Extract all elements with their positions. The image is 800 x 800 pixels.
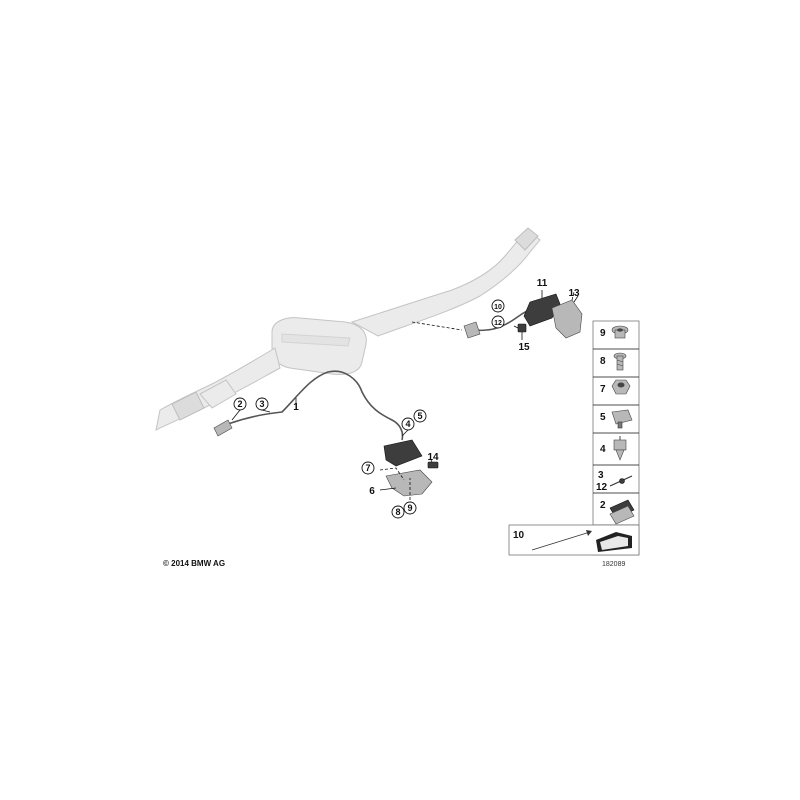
callout-3-circle <box>255 397 269 411</box>
callout-2-circle <box>233 397 247 411</box>
legend-item-10-label: 10 <box>513 530 525 541</box>
callout-13: 13 <box>568 288 580 299</box>
callout-14: 14 <box>427 452 439 463</box>
callout-9: 9 <box>407 503 412 513</box>
legend-item-4-label: 4 <box>600 444 606 455</box>
document-number: 182089 <box>602 561 625 568</box>
legend-item-5-label: 5 <box>600 412 606 423</box>
legend-item-9-label: 9 <box>600 328 606 339</box>
legend-item-8-screw-icon <box>613 352 627 371</box>
legend-item-2-label: 2 <box>600 500 606 511</box>
callout-2: 2 <box>237 399 242 409</box>
exhaust-system <box>155 227 541 431</box>
catalytic-converter-seam <box>281 333 351 347</box>
callout-7-circle <box>361 461 375 475</box>
legend-item-5-clip-icon <box>611 409 633 429</box>
callout-5: 5 <box>417 411 422 421</box>
legend-item-3-cable-tie-icon <box>609 475 633 487</box>
legend-item-10-tape-icon <box>531 530 632 552</box>
legend-item-3-label: 3 <box>598 470 604 481</box>
rear-bracket-assembly <box>517 291 583 339</box>
callout-3: 3 <box>259 399 264 409</box>
holder-bracket <box>385 469 433 497</box>
legend-item-12-label: 12 <box>596 482 608 493</box>
legend-item-9-bolt-icon <box>611 325 629 339</box>
oxygen-sensor-wiring <box>213 305 541 441</box>
clip-14 <box>427 461 439 469</box>
front-pipe-flange <box>171 391 205 421</box>
clip-15 <box>517 323 527 333</box>
front-pipe-branch <box>199 379 237 409</box>
center-bracket-assembly <box>379 439 439 500</box>
callout-labels: 1 2 3 4 5 6 7 8 9 10 11 12 13 14 15 <box>233 278 580 519</box>
callout-8: 8 <box>395 507 400 517</box>
bracket-11 <box>523 293 561 327</box>
bracket-leader-1 <box>379 467 405 481</box>
front-sensor-cable <box>227 370 404 441</box>
rear-oxygen-sensor <box>463 321 481 339</box>
callout-5-circle <box>413 409 427 423</box>
callout-4-circle <box>401 417 415 431</box>
callout-7: 7 <box>365 463 370 473</box>
catalytic-converter <box>271 317 367 375</box>
callout-1: 1 <box>293 402 299 413</box>
callout-10-circle <box>491 299 505 313</box>
callout-4: 4 <box>405 419 410 429</box>
callout-8-circle <box>391 505 405 519</box>
legend-item-2-holder-icon <box>609 499 635 525</box>
callout-15: 15 <box>518 342 530 353</box>
rear-pipe-end <box>514 227 539 251</box>
leader-lines <box>231 290 579 491</box>
rear-sensor-leader <box>411 321 463 331</box>
legend-item-7-nut-icon <box>611 379 631 395</box>
callout-9-circle <box>403 501 417 515</box>
parts-legend: 9 8 7 5 4 <box>508 320 640 556</box>
front-oxygen-sensor <box>213 419 233 437</box>
callout-6: 6 <box>369 486 375 497</box>
callout-11: 11 <box>537 278 548 289</box>
copyright-text: © 2014 BMW AG <box>163 559 225 568</box>
callout-12: 12 <box>494 320 502 327</box>
legend-item-8-label: 8 <box>600 356 606 367</box>
callout-12-circle <box>491 315 505 329</box>
connector-housing <box>383 439 423 467</box>
mount-leader <box>571 291 575 301</box>
legend-item-4-plug-icon <box>613 436 627 461</box>
legend-item-7-label: 7 <box>600 384 606 395</box>
callout-10: 10 <box>494 304 502 311</box>
